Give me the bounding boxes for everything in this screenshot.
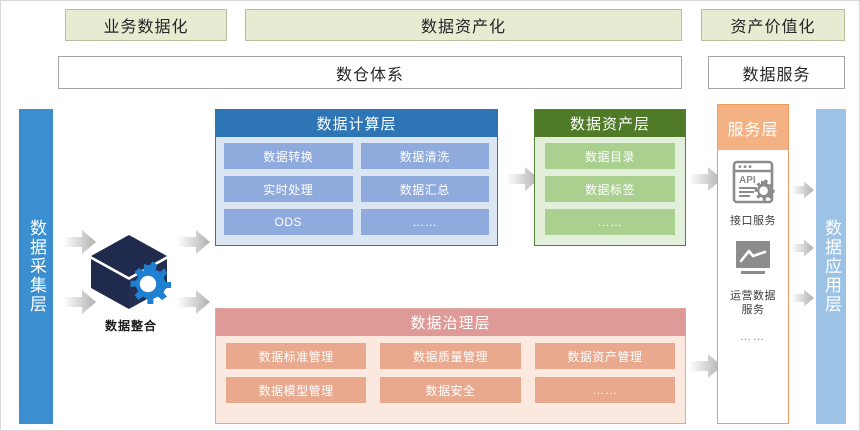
chip-data-aggregation[interactable]: 数据汇总 (360, 176, 489, 202)
layer-data-asset: 数据资产层 数据目录 数据标签 …… (534, 109, 686, 246)
chip-data-transform[interactable]: 数据转换 (224, 143, 353, 169)
box-warehouse-system: 数仓体系 (58, 56, 682, 89)
service-more: …… (740, 331, 766, 344)
layer-header: 数据计算层 (216, 110, 497, 137)
chip-label: …… (597, 215, 623, 229)
sidebar-label: 数据采集层 (27, 219, 47, 314)
arrow-integration-to-governance (177, 289, 211, 315)
layer-header: 数据治理层 (216, 309, 685, 336)
chip-label: 数据模型管理 (258, 383, 334, 398)
arrow-compute-to-asset (506, 166, 540, 192)
service-item-label-text: 运营数据服务 (730, 289, 776, 316)
layer-body: 数据标准管理 数据模型管理 数据质量管理 数据安全 数据资产管理 (216, 336, 685, 410)
chip-label: 数据清洗 (399, 149, 450, 164)
governance-column-2: 数据质量管理 数据安全 (380, 343, 521, 403)
banner-label: 业务数据化 (103, 19, 189, 36)
chip-label: …… (592, 383, 618, 397)
box-data-service: 数据服务 (708, 56, 845, 89)
chip-compute-more[interactable]: …… (360, 209, 489, 235)
banner-data-assetization: 数据资产化 (245, 9, 682, 41)
arrow-governance-to-service (689, 353, 723, 379)
service-item-label-ops: 运营数据服务 (730, 290, 776, 318)
layer-title: 服务层 (727, 121, 779, 139)
chip-label: 数据质量管理 (412, 349, 488, 364)
banner-label: 资产价值化 (730, 19, 816, 36)
svg-text:API: API (739, 175, 756, 186)
chip-label: 数据标签 (584, 182, 635, 197)
chip-data-security[interactable]: 数据安全 (380, 377, 521, 403)
layer-data-compute: 数据计算层 数据转换 实时处理 ODS 数据清洗 数据汇总 (215, 109, 498, 246)
chip-label: ODS (274, 215, 302, 229)
layer-body: API 接口服务 运营数据服务 …… (718, 150, 788, 423)
arrow-service-to-apply-2 (791, 239, 815, 257)
banner-business-digitization: 业务数据化 (65, 9, 227, 41)
chip-data-standard-mgmt[interactable]: 数据标准管理 (226, 343, 367, 369)
chip-data-asset-mgmt[interactable]: 数据资产管理 (534, 343, 675, 369)
box-label: 数仓体系 (335, 66, 404, 84)
chip-label: …… (412, 215, 438, 229)
arrow-collect-to-integration-bottom (63, 289, 97, 315)
governance-column-3: 数据资产管理 …… (534, 343, 675, 403)
arrow-service-to-apply-1 (791, 181, 815, 199)
integration-node: 数据整合 (85, 233, 177, 334)
chip-data-model-mgmt[interactable]: 数据模型管理 (226, 377, 367, 403)
chip-data-cleaning[interactable]: 数据清洗 (360, 143, 489, 169)
arrow-integration-to-compute (177, 229, 211, 255)
sidebar-data-application-layer: 数据应用层 (816, 109, 846, 424)
chip-label: 数据转换 (263, 149, 314, 164)
arrow-service-to-apply-3 (791, 289, 815, 307)
layer-service: 服务层 API 接口服务 (717, 104, 789, 424)
chip-data-quality-mgmt[interactable]: 数据质量管理 (380, 343, 521, 369)
service-item-label-api: 接口服务 (730, 215, 776, 227)
arrow-collect-to-integration-top (63, 229, 97, 255)
box-label: 数据服务 (742, 66, 811, 84)
layer-data-governance: 数据治理层 数据标准管理 数据模型管理 数据质量管理 数据安全 (215, 308, 686, 424)
api-window-icon: API (730, 160, 776, 209)
sidebar-label: 数据应用层 (822, 219, 842, 314)
chip-label: 数据目录 (584, 149, 635, 164)
layer-body: 数据转换 实时处理 ODS 数据清洗 数据汇总 …… (216, 137, 497, 241)
chip-realtime-processing[interactable]: 实时处理 (224, 176, 353, 202)
layer-title: 数据计算层 (316, 116, 397, 133)
chip-data-tags[interactable]: 数据标签 (545, 176, 675, 202)
compute-column-right: 数据清洗 数据汇总 …… (360, 143, 489, 235)
chip-data-catalog[interactable]: 数据目录 (545, 143, 675, 169)
chip-asset-more[interactable]: …… (545, 209, 675, 235)
chip-label: 实时处理 (263, 182, 314, 197)
chip-label: 数据安全 (425, 383, 476, 398)
monitor-chart-icon (730, 239, 776, 284)
banner-label: 数据资产化 (420, 19, 506, 36)
layer-body: 数据目录 数据标签 …… (535, 137, 685, 241)
integration-label: 数据整合 (104, 319, 157, 333)
banner-asset-valuation: 资产价值化 (701, 9, 845, 41)
layer-title: 数据治理层 (410, 315, 491, 332)
chip-label: 数据资产管理 (567, 349, 643, 364)
chip-ods[interactable]: ODS (224, 209, 353, 235)
arrow-asset-to-service (689, 166, 723, 192)
chip-governance-more[interactable]: …… (534, 377, 675, 403)
chip-label: 数据汇总 (399, 182, 450, 197)
layer-title: 数据资产层 (569, 116, 650, 133)
sidebar-data-collection-layer: 数据采集层 (19, 109, 53, 424)
compute-column-left: 数据转换 实时处理 ODS (224, 143, 353, 235)
chip-label: 数据标准管理 (258, 349, 334, 364)
governance-column-1: 数据标准管理 数据模型管理 (226, 343, 367, 403)
layer-header: 服务层 (718, 105, 788, 150)
cube-gear-icon (88, 233, 174, 316)
layer-header: 数据资产层 (535, 110, 685, 137)
